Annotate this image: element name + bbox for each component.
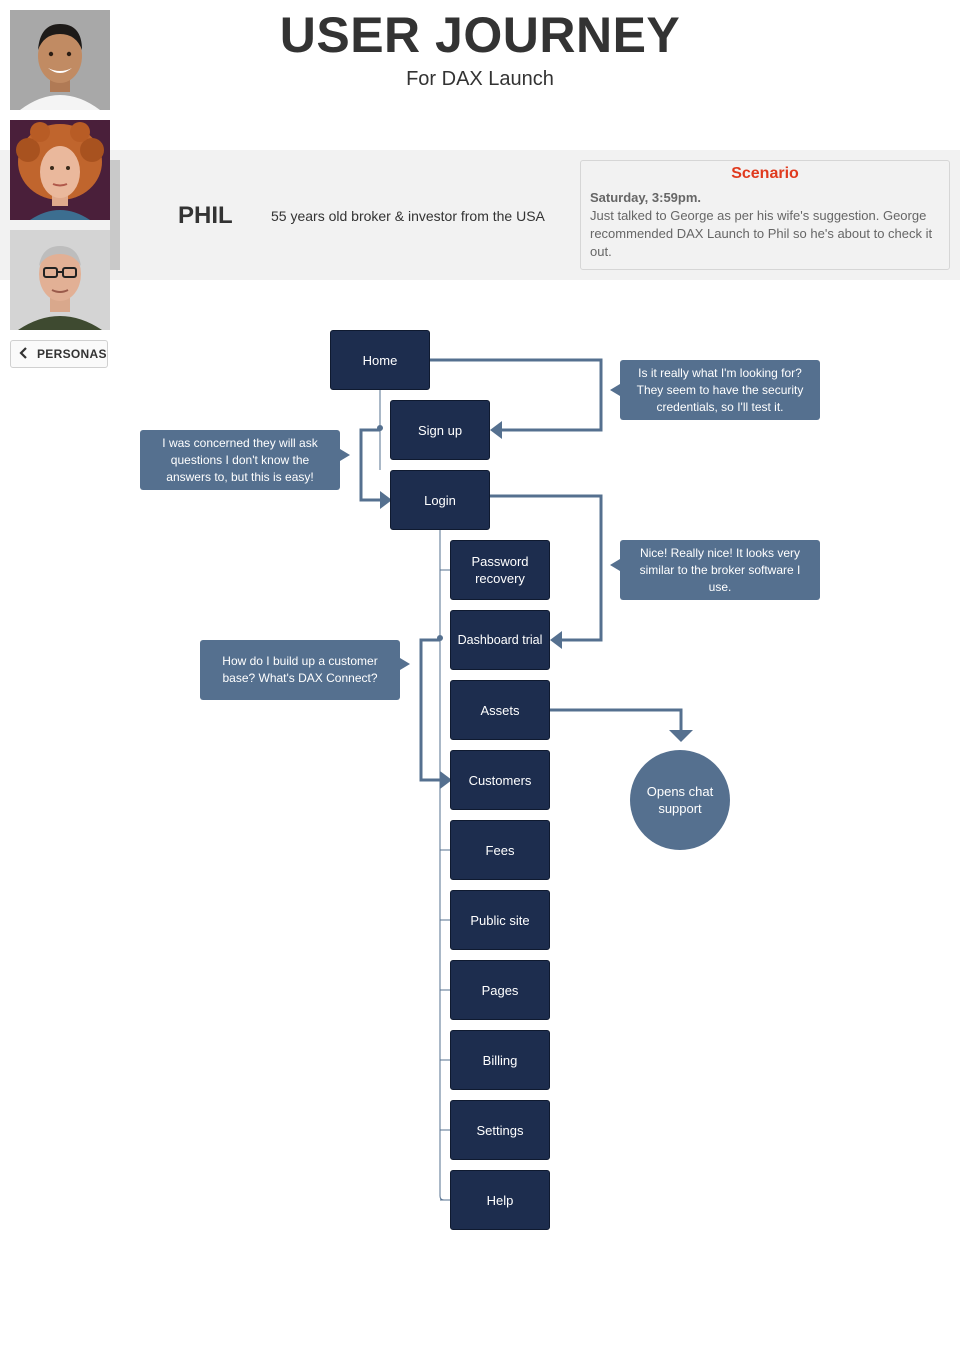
thought-bubble-broker: Nice! Really nice! It looks very similar…	[620, 540, 820, 600]
node-public-site[interactable]: Public site	[450, 890, 550, 950]
node-settings[interactable]: Settings	[450, 1100, 550, 1160]
scenario-time: Saturday, 3:59pm.	[590, 190, 702, 205]
node-home[interactable]: Home	[330, 330, 430, 390]
scenario-text: Just talked to George as per his wife's …	[590, 208, 933, 259]
thought-bubble-security: Is it really what I'm looking for? They …	[620, 360, 820, 420]
node-sign-up[interactable]: Sign up	[390, 400, 490, 460]
avatar-stack-edge	[110, 160, 120, 270]
avatar-man-glasses[interactable]	[10, 230, 110, 330]
thought-bubble-customers: How do I build up a customer base? What'…	[200, 640, 400, 700]
node-pages[interactable]: Pages	[450, 960, 550, 1020]
persona-name: PHIL	[178, 202, 233, 229]
avatar-woman-curly-hair[interactable]	[10, 120, 110, 220]
page-title: USER JOURNEY	[279, 7, 681, 63]
node-dashboard-trial[interactable]: Dashboard trial	[450, 610, 550, 670]
scenario-title: Scenario	[731, 165, 799, 182]
personas-label: PERSONAS	[37, 347, 107, 361]
chevron-left-icon	[11, 346, 37, 362]
scenario-card: Scenario Saturday, 3:59pm. Just talked t…	[580, 160, 950, 270]
node-password-recovery[interactable]: Password recovery	[450, 540, 550, 600]
chat-support-label: Opens chat support	[646, 784, 714, 816]
node-billing[interactable]: Billing	[450, 1030, 550, 1090]
page-subtitle: For DAX Launch	[406, 68, 554, 90]
avatar-man-smiling[interactable]	[10, 10, 110, 110]
node-help[interactable]: Help	[450, 1170, 550, 1230]
node-chat-support[interactable]: Opens chat support	[630, 750, 730, 850]
thought-bubble-signup: I was concerned they will ask questions …	[140, 430, 340, 490]
personas-back-button[interactable]: PERSONAS	[10, 340, 108, 368]
node-fees[interactable]: Fees	[450, 820, 550, 880]
node-assets[interactable]: Assets	[450, 680, 550, 740]
node-login[interactable]: Login	[390, 470, 490, 530]
persona-description: 55 years old broker & investor from the …	[271, 208, 545, 224]
node-customers[interactable]: Customers	[450, 750, 550, 810]
